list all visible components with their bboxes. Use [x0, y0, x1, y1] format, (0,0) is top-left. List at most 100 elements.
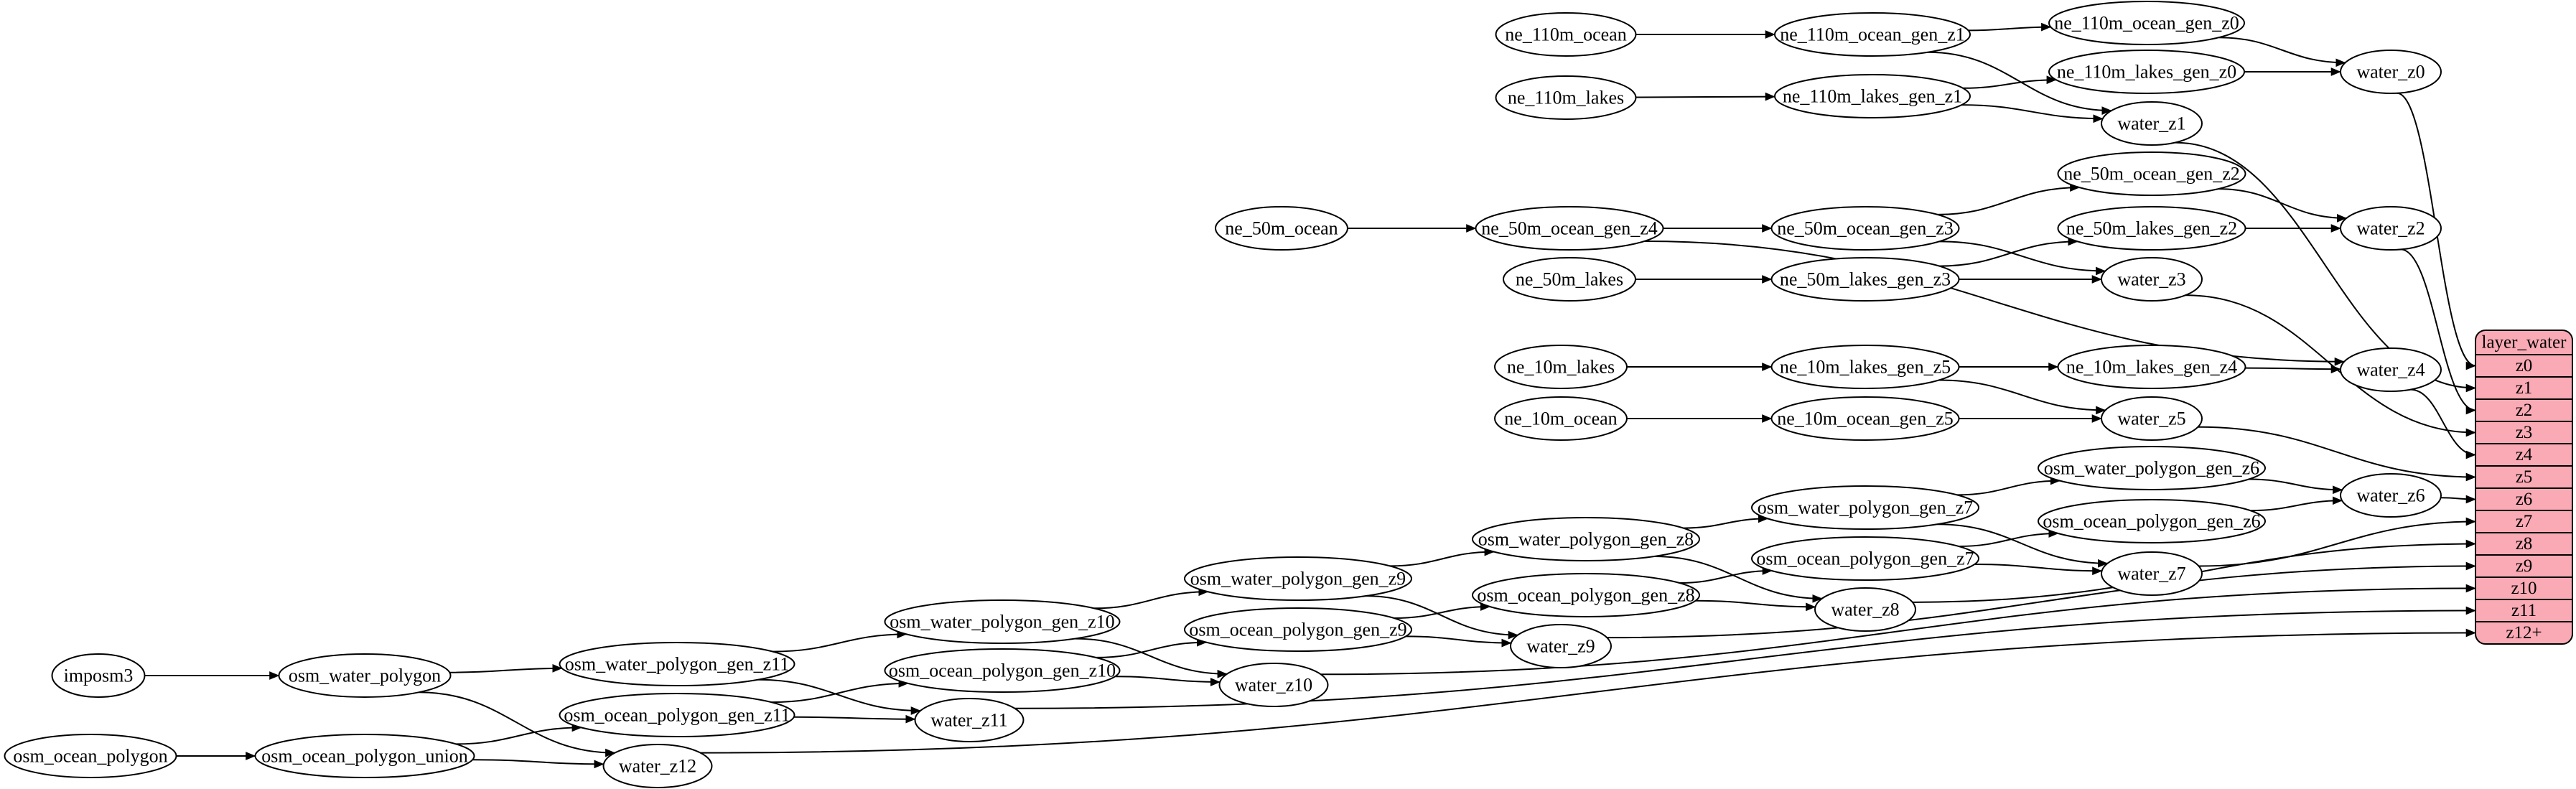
edge-ne_50m_ocean_gen_z4-to-water_z4 [1644, 241, 2345, 366]
edge-osm_ocean_polygon_gen_z7-to-osm_ocean_polygon_gen_z6 [1959, 529, 2059, 547]
node-ellipse-imposm3 [51, 653, 146, 698]
layer-water-row-z4: z4 [2516, 445, 2533, 464]
node-label-water-z5: water_z5 [2117, 408, 2185, 429]
node-label-osm-ocean-polygon-gen-z6: osm_ocean_polygon_gen_z6 [2043, 511, 2260, 532]
layer-water-row-z9: z9 [2516, 556, 2533, 576]
node-ne-50m-ocean-gen-z4: ne_50m_ocean_gen_z4 [1475, 206, 1664, 251]
nodes: ne_110m_ocean ne_110m_ocean_gen_z1 ne_110m… [4, 1, 2442, 788]
node-ellipse-water-z3 [2101, 257, 2203, 302]
node-ellipse-ne-110m-ocean [1495, 12, 1637, 57]
node-label-ne-110m-ocean-gen-z1: ne_110m_ocean_gen_z1 [1780, 24, 1965, 45]
edges [144, 22, 2476, 769]
node-water-z8: water_z8 [1814, 587, 1916, 632]
edge-ne_50m_ocean_gen_z3-to-water_z3 [1939, 241, 2106, 276]
node-ellipse-water-z1 [2101, 101, 2203, 146]
layer-water-row-z0: z0 [2516, 356, 2533, 375]
node-label-ne-50m-ocean-gen-z2: ne_50m_ocean_gen_z2 [2063, 164, 2239, 185]
edge-ne_50m_lakes_gen_z3-to-ne_50m_lakes_gen_z2 [1939, 237, 2078, 267]
node-ne-110m-ocean: ne_110m_ocean [1495, 12, 1637, 57]
node-water-z11: water_z11 [914, 698, 1025, 742]
node-label-osm-water-polygon-gen-z11: osm_water_polygon_gen_z11 [565, 654, 789, 675]
node-label-water-z12: water_z12 [619, 756, 696, 777]
node-ellipse-ne-10m-lakes-gen-z4 [2057, 345, 2246, 389]
edge-ne_110m_lakes_gen_z1-to-ne_110m_lakes_gen_z0 [1963, 75, 2057, 89]
node-water-z9: water_z9 [1510, 624, 1612, 668]
node-osm-ocean-polygon-gen-z6: osm_ocean_polygon_gen_z6 [2038, 499, 2266, 543]
node-label-imposm3: imposm3 [64, 666, 134, 686]
node-water-z2: water_z2 [2340, 206, 2442, 251]
node-ne-110m-ocean-gen-z0: ne_110m_ocean_gen_z0 [2048, 1, 2245, 45]
edge-osm_ocean_polygon_gen_z11-to-water_z11 [793, 714, 916, 724]
node-ellipse-ne-50m-ocean-gen-z3 [1770, 206, 1960, 251]
layer-water-row-z2: z2 [2516, 401, 2533, 420]
node-label-ne-110m-lakes: ne_110m_lakes [1508, 88, 1624, 108]
node-ellipse-osm-water-polygon-gen-z8 [1472, 517, 1700, 561]
edge-osm_ocean_polygon_gen_z11-to-osm_ocean_polygon_gen_z10 [771, 679, 909, 704]
node-osm-ocean-polygon: osm_ocean_polygon [4, 734, 177, 778]
edge-osm_water_polygon_gen_z10-to-water_z10 [1075, 638, 1228, 678]
node-ellipse-water-z7 [2101, 551, 2203, 596]
node-osm-ocean-polygon-union: osm_ocean_polygon_union [254, 734, 475, 778]
node-label-ne-50m-lakes: ne_50m_lakes [1516, 269, 1623, 290]
node-osm-ocean-polygon-gen-z7: osm_ocean_polygon_gen_z7 [1751, 536, 1979, 581]
node-water-z1: water_z1 [2101, 101, 2203, 146]
layer-water-row-z3: z3 [2516, 423, 2533, 442]
edge-water_z9-to-layer_water-z9 [1607, 561, 2476, 639]
node-label-ne-110m-lakes-gen-z1: ne_110m_lakes_gen_z1 [1783, 86, 1962, 107]
node-water-z3: water_z3 [2101, 257, 2203, 302]
node-label-ne-50m-lakes-gen-z2: ne_50m_lakes_gen_z2 [2066, 218, 2237, 239]
node-ellipse-osm-water-polygon-gen-z6 [2038, 446, 2266, 490]
node-ne-10m-ocean: ne_10m_ocean [1494, 396, 1628, 441]
node-osm-ocean-polygon-gen-z8: osm_ocean_polygon_gen_z8 [1472, 573, 1700, 617]
node-ne-110m-lakes-gen-z1: ne_110m_lakes_gen_z1 [1774, 74, 1971, 118]
node-ellipse-ne-110m-lakes [1495, 75, 1637, 120]
node-ellipse-osm-water-polygon-gen-z7 [1751, 485, 1979, 530]
node-water-z12: water_z12 [602, 744, 713, 788]
node-label-water-z8: water_z8 [1831, 599, 1899, 620]
edge-osm_water_polygon_gen_z9-to-water_z9 [1365, 595, 1518, 640]
edge-osm_ocean_polygon_gen_z9-to-water_z9 [1405, 635, 1512, 648]
edge-osm_water_polygon_gen_z6-to-water_z6 [2249, 478, 2343, 495]
node-ellipse-osm-ocean-polygon-union [254, 734, 475, 778]
node-osm-water-polygon-gen-z9: osm_water_polygon_gen_z9 [1184, 556, 1412, 601]
node-ellipse-water-z8 [1814, 587, 1916, 632]
node-ellipse-osm-ocean-polygon-gen-z11 [559, 693, 795, 737]
node-ellipse-osm-water-polygon-gen-z9 [1184, 556, 1412, 601]
node-label-water-z1: water_z1 [2117, 113, 2185, 134]
node-osm-water-polygon-gen-z7: osm_water_polygon_gen_z7 [1751, 485, 1979, 530]
node-ne-50m-ocean-gen-z3: ne_50m_ocean_gen_z3 [1770, 206, 1960, 251]
edge-osm_water_polygon_gen_z10-to-osm_water_polygon_gen_z9 [1094, 587, 1209, 610]
node-ellipse-ne-10m-ocean [1494, 396, 1628, 441]
node-water-z5: water_z5 [2101, 396, 2203, 441]
node-label-ne-50m-ocean-gen-z4: ne_50m_ocean_gen_z4 [1481, 218, 1657, 239]
node-ellipse-ne-50m-ocean [1215, 206, 1348, 251]
layer-water-row-z7: z7 [2516, 512, 2533, 531]
layer-water-row-z10: z10 [2511, 579, 2537, 598]
node-label-water-z0: water_z0 [2356, 62, 2425, 83]
layer-water-record-box [2475, 330, 2573, 645]
edge-osm_water_polygon-to-water_z12 [419, 691, 616, 757]
node-label-water-z9: water_z9 [1526, 636, 1595, 657]
node-ellipse-osm-ocean-polygon-gen-z6 [2038, 499, 2266, 543]
node-ellipse-water-z4 [2340, 347, 2442, 392]
node-label-osm-water-polygon-gen-z10: osm_water_polygon_gen_z10 [890, 612, 1114, 632]
node-ellipse-ne-10m-ocean-gen-z5 [1770, 396, 1960, 441]
node-label-water-z3: water_z3 [2117, 269, 2185, 290]
node-ellipse-osm-water-polygon-gen-z11 [559, 642, 795, 686]
node-label-ne-110m-ocean-gen-z0: ne_110m_ocean_gen_z0 [2054, 13, 2239, 34]
node-water-z0: water_z0 [2340, 50, 2442, 94]
node-label-osm-water-polygon-gen-z8: osm_water_polygon_gen_z8 [1478, 529, 1694, 550]
node-water-z6: water_z6 [2340, 473, 2442, 518]
node-label-osm-water-polygon: osm_water_polygon [289, 666, 441, 686]
edge-water_z5-to-layer_water-z5 [2198, 426, 2476, 482]
edge-ne_50m_ocean_gen_z3-to-ne_50m_ocean_gen_z2 [1937, 183, 2081, 215]
node-ellipse-ne-50m-lakes-gen-z3 [1770, 257, 1960, 302]
node-ellipse-ne-110m-ocean-gen-z0 [2048, 1, 2245, 45]
edge-osm_water_polygon_gen_z8-to-osm_water_polygon_gen_z7 [1683, 514, 1768, 529]
node-water-z4: water_z4 [2340, 347, 2442, 392]
node-ne-50m-lakes-gen-z3: ne_50m_lakes_gen_z3 [1770, 257, 1960, 302]
node-ne-50m-ocean-gen-z2: ne_50m_ocean_gen_z2 [2057, 151, 2246, 196]
node-label-ne-50m-ocean: ne_50m_ocean [1225, 218, 1338, 239]
node-ne-10m-lakes: ne_10m_lakes [1494, 345, 1628, 389]
layer-water-record-title: layer_water [2482, 333, 2567, 353]
